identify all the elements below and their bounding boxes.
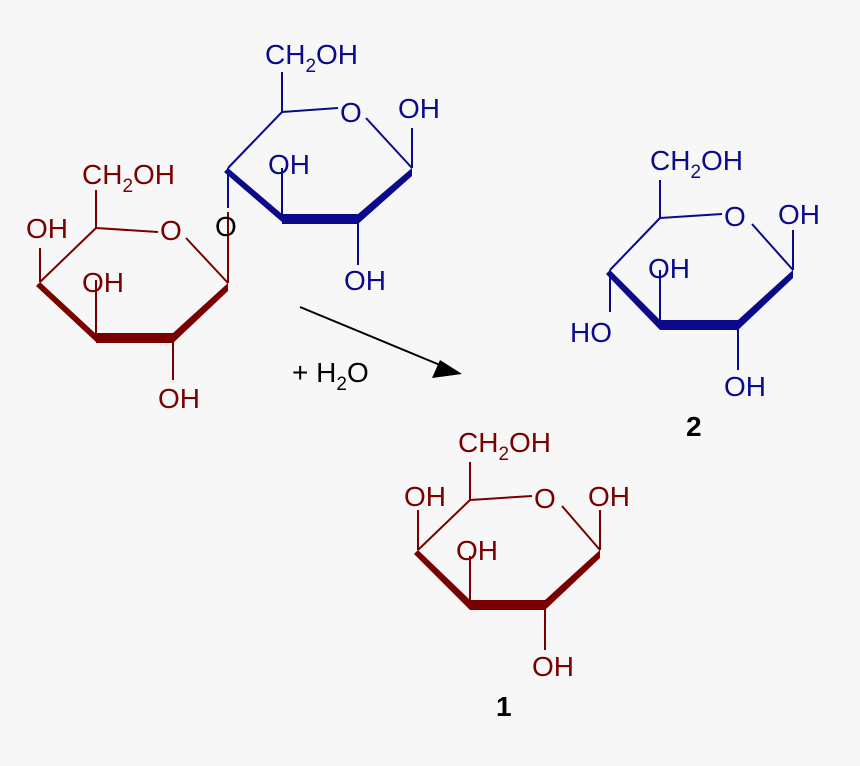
product-2-label: 2 [686, 411, 702, 442]
product-1-ch2oh: CH2OH [458, 427, 551, 465]
glucose-oh-c2: OH [344, 265, 386, 296]
reactant-galactose-unit [39, 190, 229, 380]
product-2-ch2oh: CH2OH [650, 145, 743, 183]
product-2-oh-c1: OH [778, 199, 820, 230]
glucose-ring-o: O [340, 97, 362, 128]
galactose-oh-c4: OH [26, 213, 68, 244]
reactant-glucose-unit [227, 72, 413, 265]
glucose-wedge-bottom [282, 214, 358, 224]
glucose-wedge-left [224, 168, 282, 222]
product-2-ring-o: O [724, 201, 746, 232]
product-1-label: 1 [496, 691, 512, 722]
product-1-oh-c3: OH [456, 535, 498, 566]
glycosidic-oxygen: O [215, 211, 237, 242]
product-1-galactose [417, 462, 601, 650]
product-2-wedge-left [606, 270, 660, 330]
product-1-oh-c4: OH [404, 481, 446, 512]
galactose-ch2oh: CH2OH [82, 159, 175, 197]
product-2-wedge-bottom [660, 320, 738, 330]
glucose-ch2oh: CH2OH [265, 39, 358, 77]
galactose-wedge-right [173, 283, 228, 343]
product-2-ho-c4: HO [570, 317, 612, 348]
product-2-oh-c2: OH [724, 371, 766, 402]
glucose-oh-c1: OH [398, 93, 440, 124]
galactose-oh-c3: OH [82, 267, 124, 298]
product-1-wedge-right [545, 550, 600, 610]
product-1-ring-o: O [534, 483, 556, 514]
product-2-wedge-right [738, 270, 793, 330]
glucose-oh-c3: OH [268, 149, 310, 180]
galactose-wedge-bottom [96, 333, 173, 343]
product-2-glucose [609, 180, 794, 370]
reaction-arrow [299, 306, 441, 366]
galactose-oh-c2: OH [158, 383, 200, 414]
product-1-oh-c1: OH [588, 481, 630, 512]
galactose-wedge-left [36, 282, 96, 342]
glucose-wedge-right [358, 168, 412, 224]
product-1-wedge-left [414, 550, 470, 610]
product-1-wedge-bottom [470, 600, 545, 610]
product-1-oh-c2: OH [532, 651, 574, 682]
reaction-arrowhead [432, 360, 462, 378]
reaction-reagent: + H2O [292, 357, 369, 395]
galactose-ring-o: O [160, 215, 182, 246]
product-2-oh-c3: OH [648, 253, 690, 284]
